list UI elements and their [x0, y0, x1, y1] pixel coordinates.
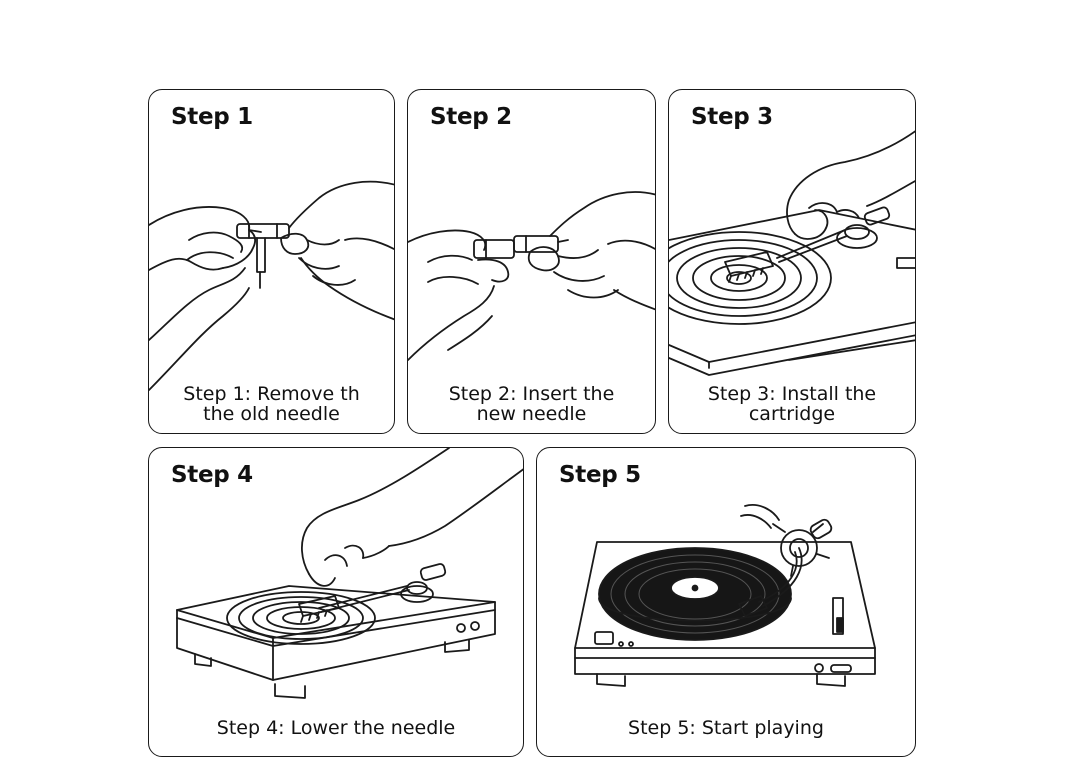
cartridge-icon [725, 252, 773, 282]
step-2-title: Step 2 [430, 104, 512, 130]
turntable-icon [177, 586, 495, 698]
step-3-caption: Step 3: Install the cartridge [669, 384, 915, 424]
step-3-caption-line-1: Step 3: Install the [707, 383, 877, 405]
turntable-icon [575, 542, 875, 686]
step-3-panel: Step 3 [668, 89, 916, 434]
step-5-panel: Step 5 [536, 447, 916, 757]
turntable-button [595, 632, 613, 644]
tonearm-icon [777, 206, 890, 262]
step-2-caption: Step 2: Insert the new needle [408, 384, 655, 424]
step-1-caption-line-1: Step 1: Remove th [183, 383, 360, 405]
step-3-title: Step 3 [691, 104, 773, 130]
installing-cartridge-illustration [669, 90, 916, 434]
step-5-title: Step 5 [559, 462, 641, 488]
step-1-title: Step 1 [171, 104, 253, 130]
cartridge-icon [299, 596, 339, 622]
hands-removing-needle-illustration [149, 90, 395, 434]
right-hand-icon [281, 182, 395, 320]
step-2-panel: Step 2 Step 2: Insert the n [407, 89, 656, 434]
step-3-caption-line-2: cartridge [748, 403, 836, 425]
step-1-caption-line-2: the old needle [203, 403, 340, 425]
step-4-caption: Step 4: Lower the needle [149, 718, 523, 738]
hand-icon [787, 130, 916, 239]
step-2-caption-line-2: new needle [476, 403, 587, 425]
step-4-panel: Step 4 [148, 447, 524, 757]
cartridge-icon [739, 596, 767, 616]
pitch-slider [833, 598, 843, 634]
right-hand-icon [529, 192, 656, 310]
vinyl-record-icon [227, 592, 375, 644]
left-hand-icon [408, 230, 508, 360]
motion-lines-icon [741, 505, 779, 528]
turntable-playing-illustration [537, 448, 916, 757]
tonearm-icon [739, 518, 833, 616]
vinyl-record-icon [669, 232, 831, 324]
hand-icon [302, 448, 524, 586]
step-5-caption: Step 5: Start playing [537, 718, 915, 738]
step-2-caption-line-1: Step 2: Insert the [448, 383, 615, 405]
needle-icon [474, 236, 568, 258]
vinyl-record-icon [599, 548, 791, 640]
needle-icon [237, 224, 289, 288]
step-4-caption-line-1: Step 4: Lower the needle [216, 717, 456, 739]
step-1-caption: Step 1: Remove th the old needle [149, 384, 394, 424]
step-5-caption-line-1: Step 5: Start playing [628, 717, 824, 739]
lowering-needle-illustration [149, 448, 524, 757]
step-1-panel: Step 1 Step 1: Remove th [148, 89, 395, 434]
turntable-button [897, 258, 916, 268]
step-4-title: Step 4 [171, 462, 253, 488]
hands-inserting-needle-illustration [408, 90, 656, 434]
left-hand-icon [149, 207, 261, 390]
